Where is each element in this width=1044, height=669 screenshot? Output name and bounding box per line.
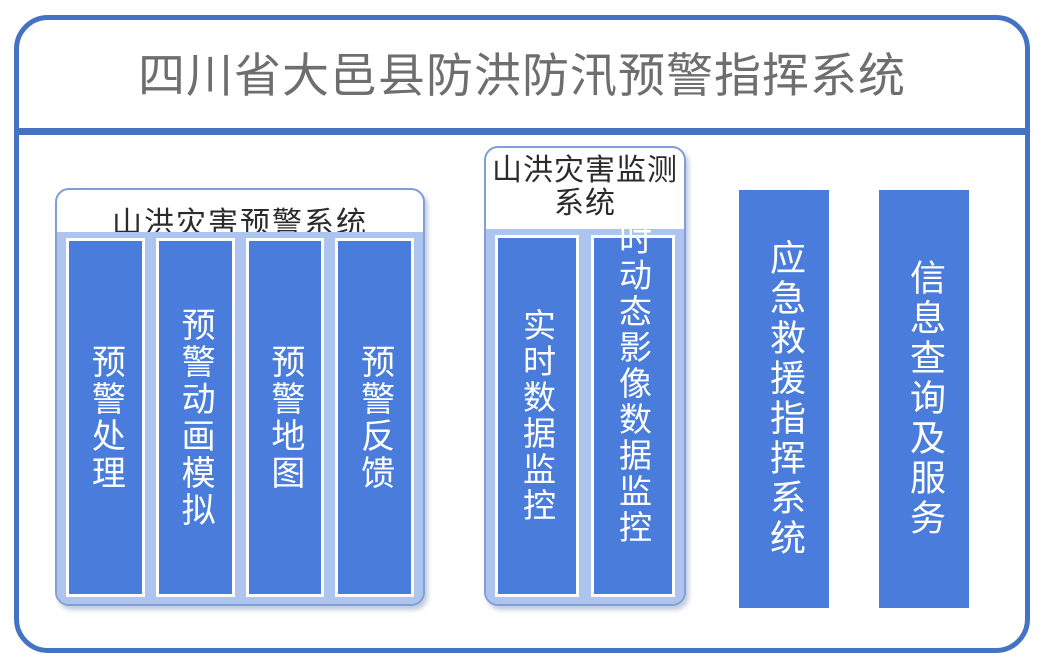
module-realtime-data-monitoring-label: 实时数据监控 — [517, 308, 557, 524]
module-warning-processing-label: 预警处理 — [85, 343, 126, 492]
panel-warning-system[interactable]: 山洪灾害预警系统 预警处理 预警动画模拟 预警地图 预警反馈 — [55, 188, 425, 606]
panel-warning-system-tray: 预警处理 预警动画模拟 预警地图 预警反馈 — [57, 232, 423, 604]
module-emergency-rescue-command-system-label: 应急救援指挥系统 — [764, 239, 805, 559]
panel-monitor-system-title: 山洪灾害监测系统 — [492, 153, 678, 221]
page-title: 四川省大邑县防洪防汛预警指挥系统 — [138, 49, 906, 104]
module-warning-map-label: 预警地图 — [264, 343, 305, 492]
module-warning-map[interactable]: 预警地图 — [245, 238, 325, 597]
module-warning-feedback-label: 预警反馈 — [354, 343, 395, 492]
module-realtime-dynamic-image-data-monitoring[interactable]: 实时动态影像数据监控 — [591, 186, 675, 597]
module-warning-animation-simulation[interactable]: 预警动画模拟 — [155, 238, 235, 597]
module-warning-processing[interactable]: 预警处理 — [66, 238, 145, 597]
panel-monitor-system-tray: 实时数据监控 实时动态影像数据监控 — [486, 186, 684, 604]
module-emergency-rescue-command-system[interactable]: 应急救援指挥系统 — [739, 190, 829, 608]
module-warning-animation-simulation-label: 预警动画模拟 — [175, 306, 216, 529]
module-realtime-data-monitoring[interactable]: 实时数据监控 — [495, 235, 579, 597]
module-information-query-and-service-label: 信息查询及服务 — [904, 259, 945, 539]
page-title-bar: 四川省大邑县防洪防汛预警指挥系统 — [19, 20, 1025, 133]
module-realtime-dynamic-image-data-monitoring-label: 实时动态影像数据监控 — [613, 186, 653, 546]
module-warning-feedback[interactable]: 预警反馈 — [335, 238, 414, 597]
module-information-query-and-service[interactable]: 信息查询及服务 — [879, 190, 969, 608]
panel-monitor-system[interactable]: 山洪灾害监测系统 实时数据监控 实时动态影像数据监控 — [484, 146, 686, 606]
title-divider — [19, 128, 1026, 135]
